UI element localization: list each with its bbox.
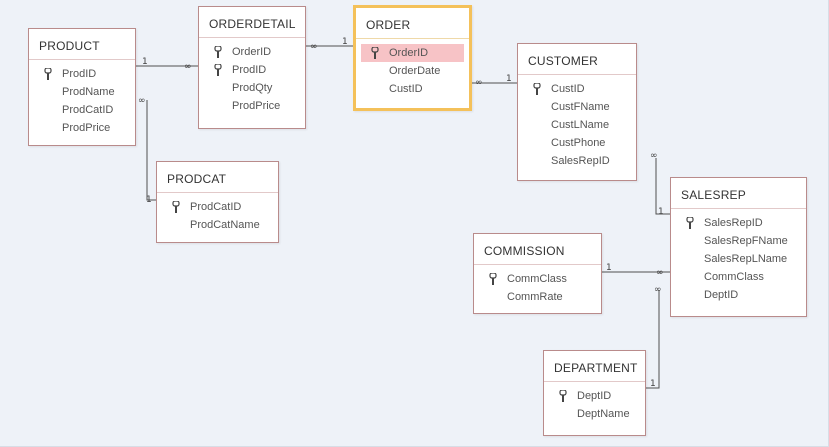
table-department[interactable]: DEPARTMENT DeptID DeptName [543, 350, 646, 436]
field-row[interactable]: OrderDate [356, 62, 469, 80]
field-row[interactable]: SalesRepID [518, 152, 636, 170]
table-prodcat[interactable]: PRODCAT ProdCatID ProdCatName [156, 161, 279, 243]
table-title[interactable]: COMMISSION [474, 234, 601, 265]
table-order[interactable]: ORDER OrderID OrderDate CustID [353, 5, 472, 111]
primary-key-icon [214, 64, 222, 76]
field-row[interactable]: OrderID [199, 43, 305, 61]
field-name: ProdCatID [62, 104, 114, 116]
primary-key-icon [44, 68, 52, 80]
table-title[interactable]: ORDERDETAIL [199, 7, 305, 38]
rel-product-orderdetail-many: ∞ [184, 62, 192, 72]
field-name: ProdPrice [232, 100, 281, 112]
field-name: CustPhone [551, 137, 606, 149]
field-row[interactable]: DeptID [671, 286, 806, 304]
table-title[interactable]: PRODCAT [157, 162, 278, 193]
field-name: DeptName [577, 408, 630, 420]
field-name: CustLName [551, 119, 610, 131]
field-row[interactable]: ProdID [199, 61, 305, 79]
field-name: DeptID [704, 289, 739, 301]
field-row[interactable]: CustFName [518, 98, 636, 116]
primary-key-icon [686, 217, 694, 229]
rel-product-prodcat-many: ∞ [138, 96, 146, 106]
field-row[interactable]: CustID [356, 80, 469, 98]
rel-customer-salesrep-one: 1 [658, 207, 664, 217]
field-name: ProdName [62, 86, 115, 98]
field-name: OrderDate [389, 65, 441, 77]
field-row[interactable]: CustID [518, 80, 636, 98]
table-salesrep[interactable]: SALESREP SalesRepID SalesRepFName SalesR… [670, 177, 807, 317]
field-name: SalesRepID [551, 155, 610, 167]
field-row[interactable]: ProdPrice [29, 119, 135, 137]
primary-key-icon [371, 47, 379, 59]
table-title[interactable]: CUSTOMER [518, 44, 636, 75]
table-commission[interactable]: COMMISSION CommClass CommRate [473, 233, 602, 314]
field-row[interactable]: ProdCatID [157, 198, 278, 216]
rel-department-salesrep-many: ∞ [654, 285, 662, 295]
field-name: ProdPrice [62, 122, 111, 134]
primary-key-icon [559, 390, 567, 402]
rel-department-salesrep-one: 1 [650, 379, 656, 389]
field-name: ProdCatName [190, 219, 260, 231]
primary-key-icon [172, 201, 180, 213]
field-row[interactable]: CommClass [671, 268, 806, 286]
rel-commission-salesrep-one: 1 [606, 263, 612, 273]
field-row[interactable]: ProdCatID [29, 101, 135, 119]
field-name: CustFName [551, 101, 610, 113]
table-title[interactable]: ORDER [356, 8, 469, 39]
field-name: CustID [551, 83, 585, 95]
primary-key-icon [533, 83, 541, 95]
rel-orderdetail-order-one: 1 [342, 37, 348, 47]
rel-orderdetail-order-many: ∞ [310, 42, 318, 52]
field-row[interactable]: CommClass [474, 270, 601, 288]
field-row[interactable]: ProdPrice [199, 97, 305, 115]
table-title[interactable]: DEPARTMENT [544, 351, 645, 382]
field-row[interactable]: ProdCatName [157, 216, 278, 234]
primary-key-icon [214, 46, 222, 58]
field-row[interactable]: ProdQty [199, 79, 305, 97]
rel-order-customer-many: ∞ [475, 78, 483, 88]
field-name: OrderID [232, 46, 272, 58]
rel-order-customer-one: 1 [506, 74, 512, 84]
field-row[interactable]: CustPhone [518, 134, 636, 152]
field-row[interactable]: CommRate [474, 288, 601, 306]
field-name: ProdID [62, 68, 97, 80]
rel-customer-salesrep [655, 158, 670, 215]
field-row[interactable]: SalesRepID [671, 214, 806, 232]
field-row[interactable]: DeptName [544, 405, 645, 423]
field-name: OrderID [389, 47, 429, 59]
rel-commission-salesrep-many: ∞ [656, 268, 664, 278]
field-name: CommRate [507, 291, 563, 303]
field-row[interactable]: ProdName [29, 83, 135, 101]
field-row[interactable]: SalesRepFName [671, 232, 806, 250]
table-product[interactable]: PRODUCT ProdID ProdName ProdCatID ProdPr… [28, 28, 136, 146]
field-row[interactable]: CustLName [518, 116, 636, 134]
rel-product-prodcat-one: 1 [146, 195, 152, 205]
rel-product-prodcat [146, 100, 156, 201]
field-name: ProdCatID [190, 201, 242, 213]
field-name: CommClass [704, 271, 764, 283]
field-name: ProdQty [232, 82, 273, 94]
field-name: SalesRepID [704, 217, 763, 229]
field-name: SalesRepFName [704, 235, 788, 247]
rel-customer-salesrep-many: ∞ [650, 151, 658, 161]
field-row-selected[interactable]: OrderID [361, 44, 464, 62]
field-name: CustID [389, 83, 423, 95]
field-name: ProdID [232, 64, 267, 76]
field-row[interactable]: DeptID [544, 387, 645, 405]
field-row[interactable]: ProdID [29, 65, 135, 83]
rel-department-salesrep [646, 290, 660, 389]
field-name: DeptID [577, 390, 612, 402]
table-customer[interactable]: CUSTOMER CustID CustFName CustLName Cust… [517, 43, 637, 181]
table-title[interactable]: PRODUCT [29, 29, 135, 60]
field-row[interactable]: SalesRepLName [671, 250, 806, 268]
field-name: CommClass [507, 273, 567, 285]
primary-key-icon [489, 273, 497, 285]
field-name: SalesRepLName [704, 253, 788, 265]
table-title[interactable]: SALESREP [671, 178, 806, 209]
table-orderdetail[interactable]: ORDERDETAIL OrderID ProdID ProdQty ProdP… [198, 6, 306, 129]
rel-product-orderdetail-one: 1 [142, 57, 148, 67]
